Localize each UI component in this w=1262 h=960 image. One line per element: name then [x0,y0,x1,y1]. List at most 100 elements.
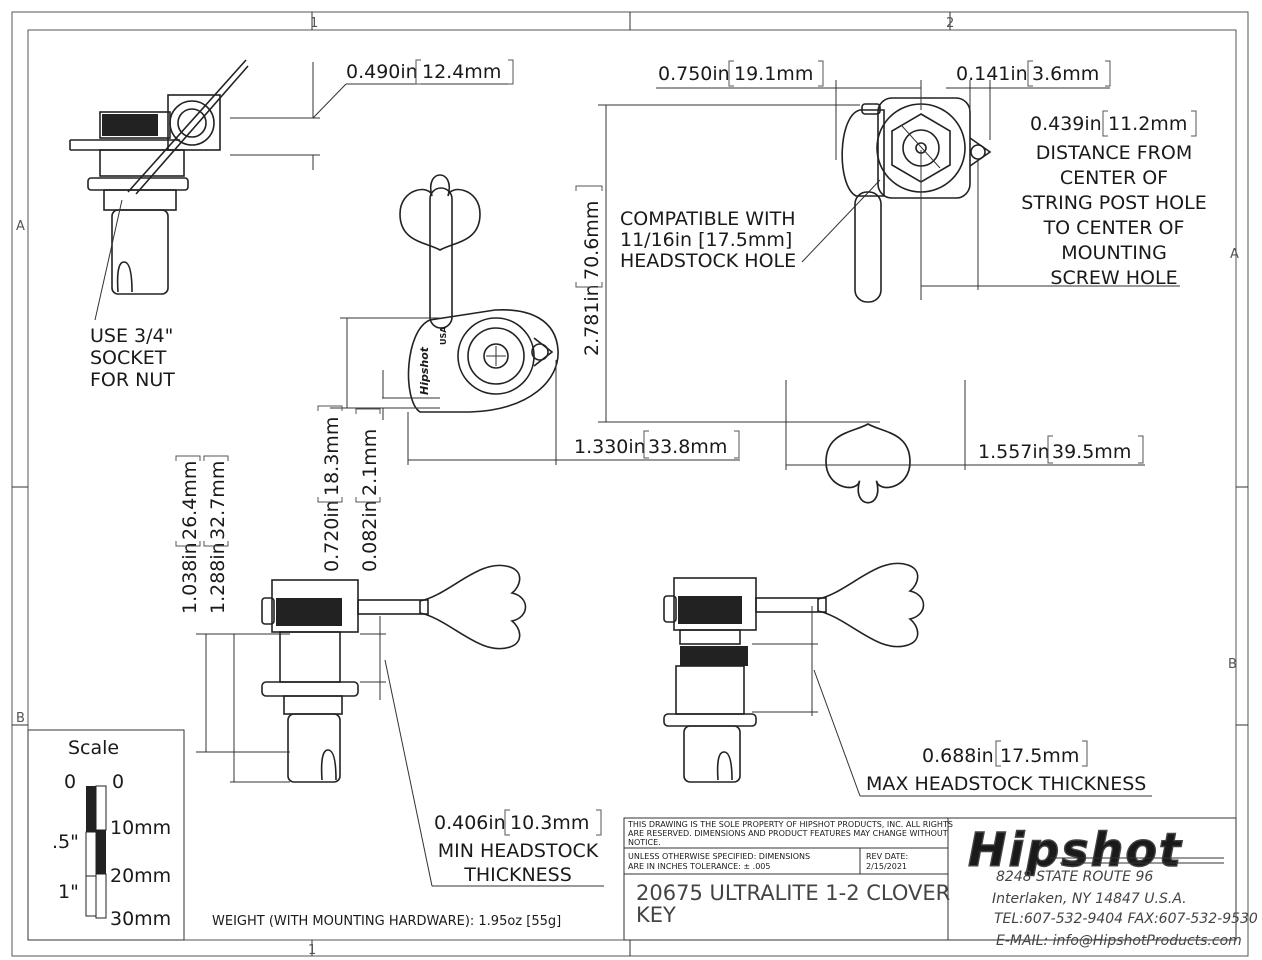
dim-1288-mm: 32.7mm [207,461,229,540]
dim-2781-bracket-top [575,185,603,191]
title-block [623,817,1237,941]
dim-0406-bracket-left [504,809,510,836]
gear-knurl-top-left [102,114,158,136]
dimension-0406 [360,616,604,887]
zone-row-a-right: A [1230,247,1239,262]
dim-0720-mm: 18.3mm [321,417,343,496]
title-rev-date: 2/15/2021 [866,862,907,871]
dimension-0439 [920,150,1180,300]
dim-0720-in: 0.720in [321,500,343,572]
dimension-1557: 1.557in 39.5mm [785,380,1145,470]
dim-0406-bracket-right [596,809,602,836]
note-compatible-line2: 11/16in [17.5mm] [620,229,792,251]
dim-0406-mm: 10.3mm [510,812,589,834]
dim-0406-in: 0.406in [434,812,506,834]
note-distance-line6: SCREW HOLE [1050,267,1177,289]
dim-1288-bracket-bottom [203,541,229,547]
dim-1288-bracket-top [203,455,229,461]
title-part-line2: KEY [636,903,676,927]
zone-col-1-bottom: 1 [308,943,316,958]
scale-mm-20: 20mm [110,865,171,887]
note-distance-line5: MOUNTING [1061,242,1167,264]
dim-1038-mm: 26.4mm [179,461,201,540]
dim-0720-bracket-top [317,405,343,411]
side-view-bottom-middle [663,562,925,783]
leader-socket [94,199,123,321]
title-tolerance-line1: UNLESS OTHERWISE SPECIFIED: DIMENSIONS [628,852,810,861]
dimension-0750: 0.750in 19.1mm [656,60,922,160]
dim-1288-in: 1.288in [207,542,229,614]
note-distance-line2: CENTER OF [1060,167,1168,189]
dim-0750-in: 0.750in [658,63,730,85]
scale-in-0: 0 [64,771,76,793]
note-socket-line2: SOCKET [90,347,167,369]
dim-0439-mm: 11.2mm [1108,113,1187,135]
dim-1330-in: 1.330in [574,436,646,458]
zone-row-b-right: B [1228,657,1237,672]
dim-1330-mm: 33.8mm [648,436,727,458]
scale-mm-10: 10mm [110,817,171,839]
title-tolerance-line2: ARE IN INCHES TOLERANCE: ± .005 [628,862,770,871]
dim-2781-in: 2.781in [581,284,603,356]
weight-note: WEIGHT (WITH MOUNTING HARDWARE): 1.95oz … [212,914,561,929]
dim-0720-bracket-bottom [317,497,343,503]
dim-0141-in: 0.141in [956,63,1028,85]
dimension-0688 [752,606,1152,797]
dimension-1330: 1.330in 33.8mm [407,360,740,465]
note-distance-line1: DISTANCE FROM [1036,142,1192,164]
dim-2781-bracket-bottom [575,282,603,288]
dim-0439-bracket-right [1191,110,1197,137]
company-logo: Hipshot [967,822,1224,878]
end-view-top-left [69,59,249,295]
zone-row-a-left: A [16,219,25,234]
note-socket-line1: USE 3/4" [90,325,173,347]
dim-0082-bracket-top [355,408,381,414]
title-rev-label: REV DATE: [866,852,908,861]
dim-0082-mm: 2.1mm [359,429,381,496]
dim-0439-in: 0.439in [1030,113,1102,135]
dim-0082-bracket-bottom [355,497,381,503]
dimension-0490: 0.490in 12.4mm [230,59,514,170]
zone-col-2-top: 2 [946,16,954,31]
dim-1038-in: 1.038in [179,542,201,614]
company-email: E-MAIL: info@HipshotProducts.com [996,933,1242,949]
note-distance-line4: TO CENTER OF [1043,217,1185,239]
title-property-line3: NOTICE. [628,838,661,847]
scale-in-1: 1" [58,881,79,903]
company-logo-text: Hipshot [968,823,1183,877]
note-compatible-line3: HEADSTOCK HOLE [620,250,796,272]
scale-in-half: .5" [52,831,79,853]
side-view-bottom-left [261,564,527,783]
dim-0688-mm: 17.5mm [1000,745,1079,767]
title-part-line1: 20675 ULTRALITE 1-2 CLOVER [636,881,950,905]
body-stamp-country: USA [439,326,448,345]
dim-1038-bracket-top [175,455,201,461]
dim-1038-bracket-bottom [175,541,201,547]
dimension-0141: 0.141in 3.6mm [946,60,1111,140]
dim-0439-bracket-left [1102,110,1108,137]
title-property-line1: THIS DRAWING IS THE SOLE PROPERTY OF HIP… [627,820,953,829]
scale-title: Scale [68,737,119,759]
scale-box [27,729,185,941]
dim-0082-in: 0.082in [359,500,381,572]
leader-compatible [801,179,881,263]
company-phone: TEL:607-532-9404 FAX:607-532-9530 [994,911,1258,927]
note-compatible-line1: COMPATIBLE WITH [620,208,796,230]
company-address2: Interlaken, NY 14847 U.S.A. [992,891,1187,907]
dim-0688-bracket-left [995,740,1001,767]
scale-mm-30: 30mm [110,908,171,930]
dim-1557-in: 1.557in [978,441,1050,463]
dim-0750-mm: 19.1mm [734,63,813,85]
company-address1: 8248 STATE ROUTE 96 [996,869,1153,885]
dim-1557-mm: 39.5mm [1052,441,1131,463]
note-min-thickness-line1: MIN HEADSTOCK [438,840,599,862]
dim-0688-in: 0.688in [922,745,994,767]
dim-0490-mm: 12.4mm [422,61,501,83]
note-min-thickness-line2: THICKNESS [463,864,572,886]
front-view-top-middle: Hipshot USA [399,174,559,413]
dimension-0720-0082 [330,317,440,420]
dim-0490-in: 0.490in [346,61,418,83]
title-property-line2: ARE RESERVED. DIMENSIONS AND PRODUCT FEA… [628,829,948,838]
dim-2781-mm: 70.6mm [581,201,603,280]
